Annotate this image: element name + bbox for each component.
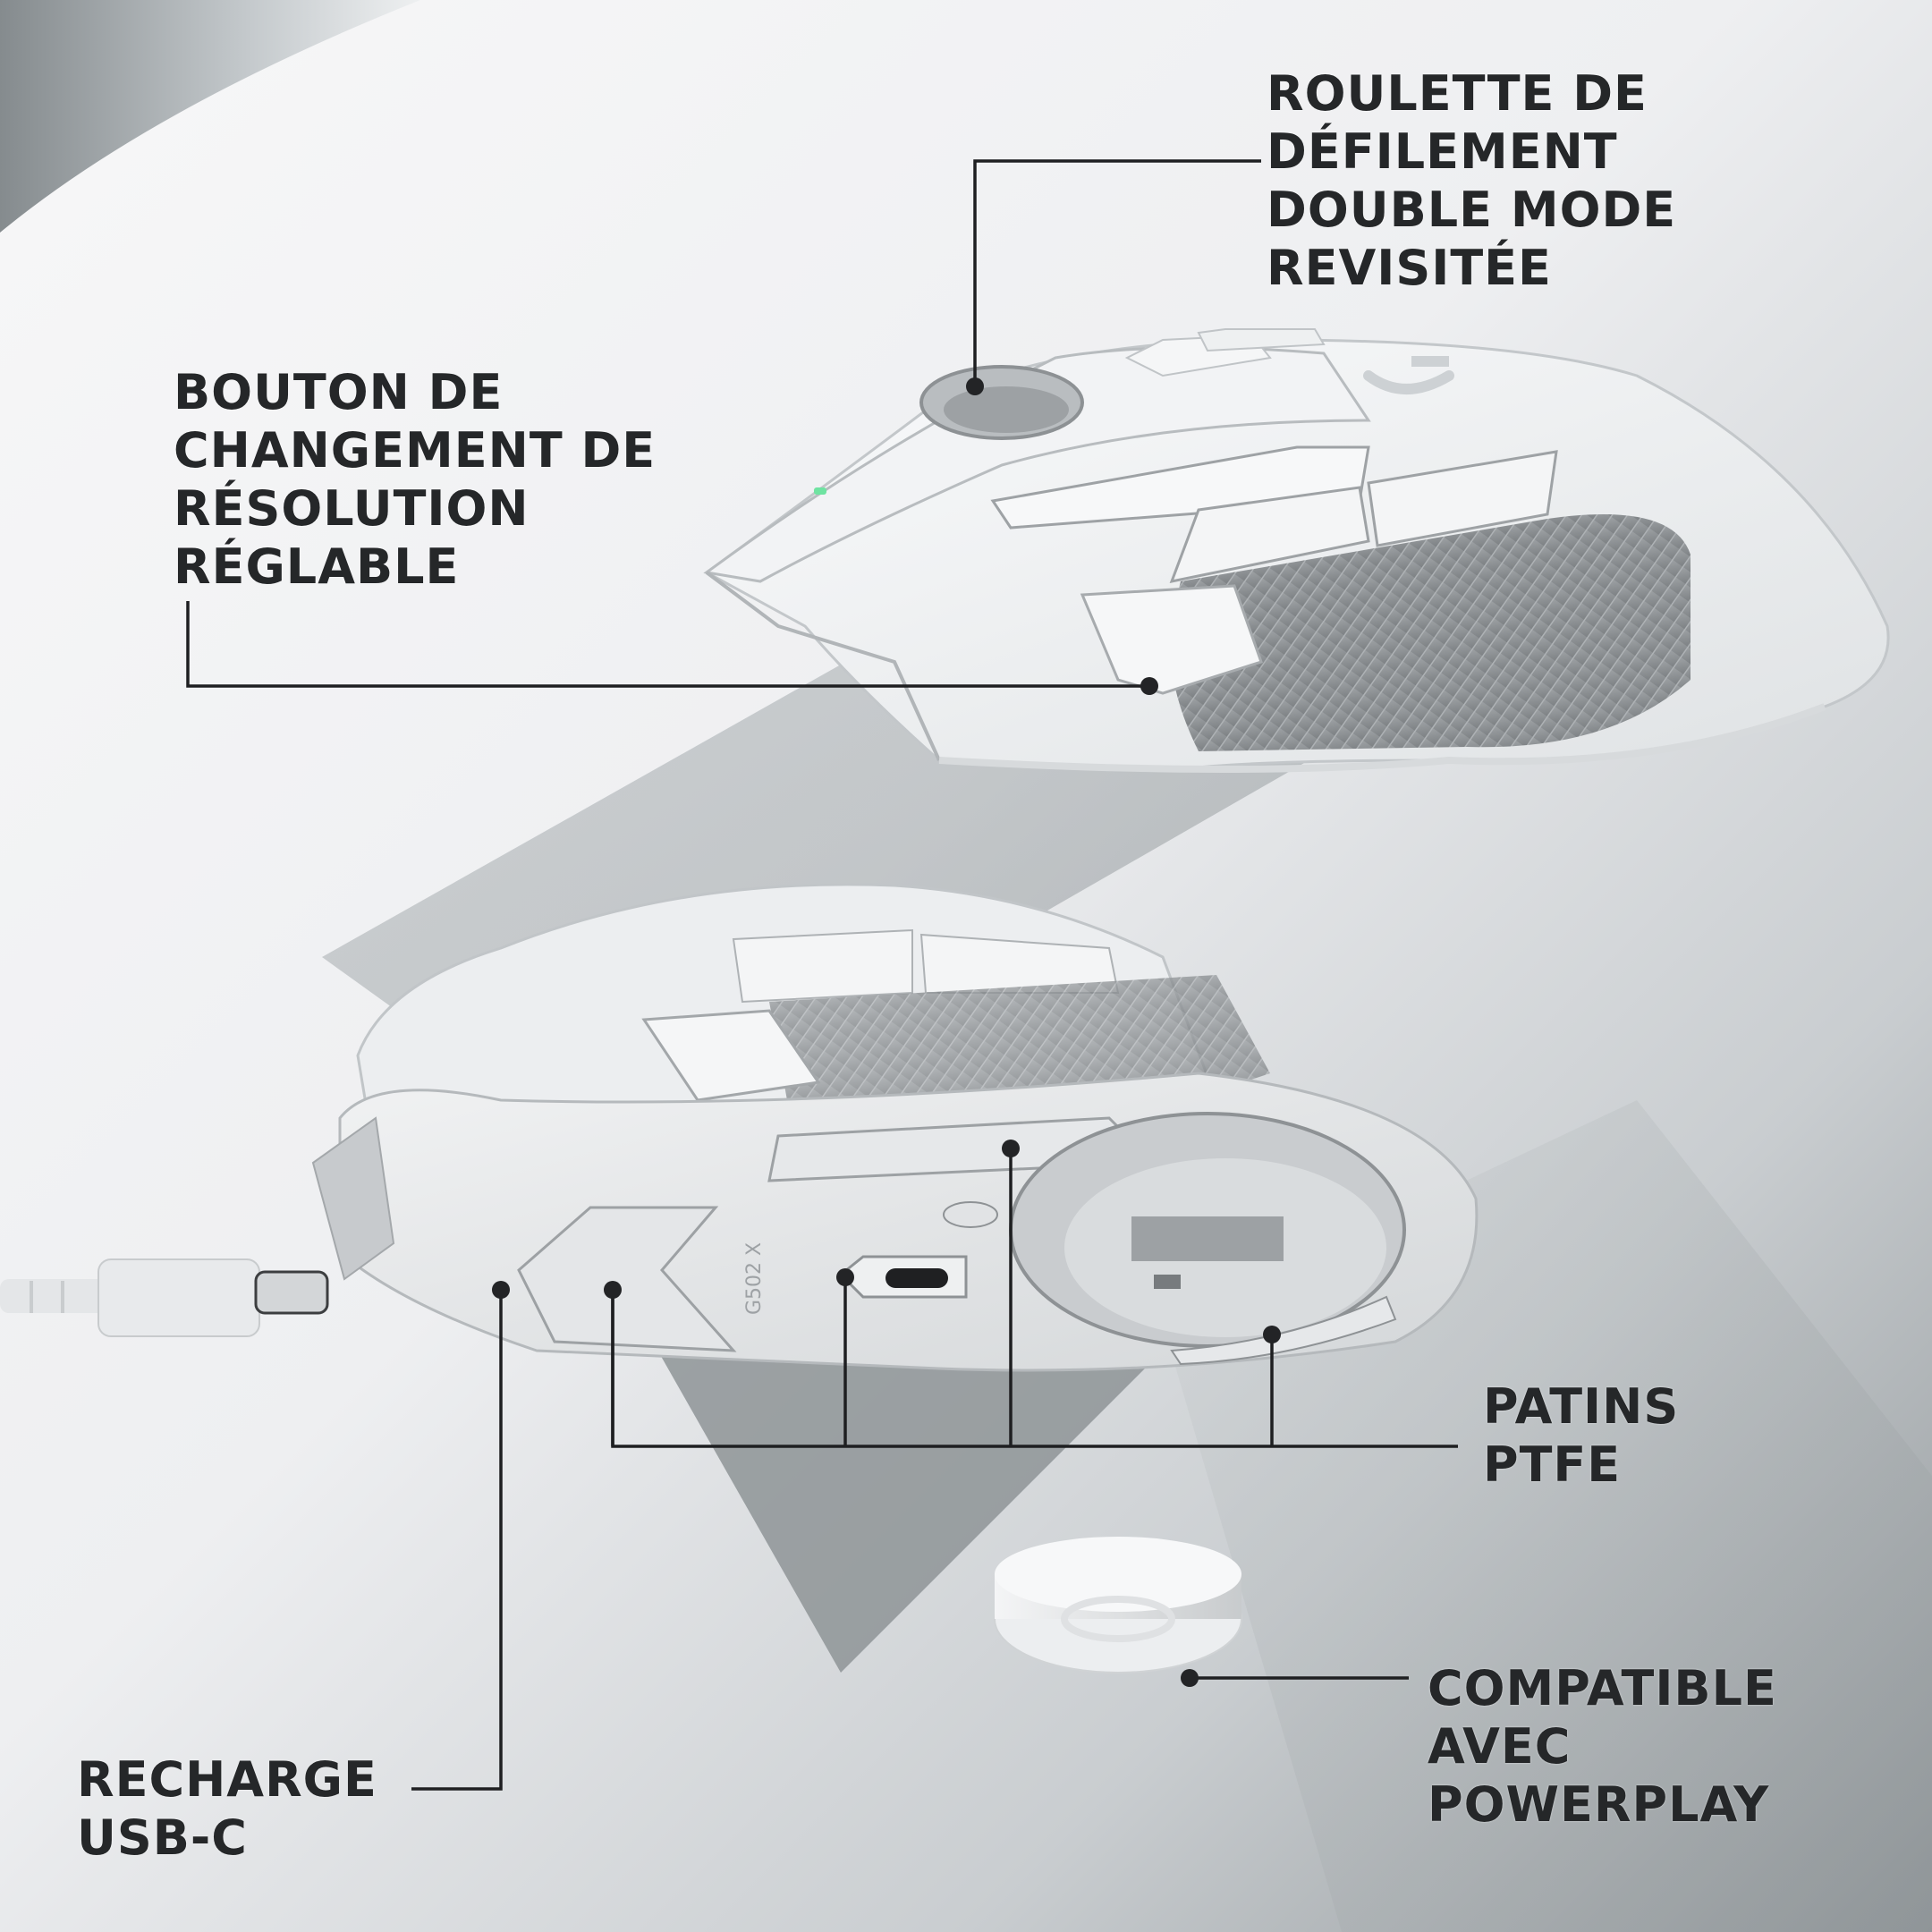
background-corner-shape: [0, 0, 420, 233]
usb-c-plug-icon: [254, 1270, 329, 1315]
callout-line: PTFE: [1483, 1436, 1622, 1493]
callout-ptfe-feet: PATINS PTFE: [1483, 1377, 1679, 1494]
leader-dpi-button: [186, 601, 1149, 688]
callout-line: AVEC: [1428, 1718, 1572, 1775]
sensor-window: [886, 1268, 948, 1288]
callout-line: RÉGLABLE: [174, 538, 460, 595]
callout-line: CHANGEMENT DE: [174, 422, 657, 479]
dpi-led-indicator: [814, 487, 826, 495]
dot-scroll-wheel: [966, 377, 984, 395]
dpi-button-shape: [1080, 584, 1263, 695]
callout-line: RECHARGE: [77, 1751, 377, 1808]
mouse-side-view: [703, 328, 1890, 773]
g-logo-icon: [1363, 356, 1454, 394]
callout-line: ROULETTE DE: [1267, 65, 1648, 122]
callout-line: BOUTON DE: [174, 364, 504, 420]
leader-usbc: [411, 1290, 503, 1791]
powerplay-puck: [994, 1537, 1242, 1674]
usb-c-cable: [0, 1258, 329, 1337]
callout-line: COMPATIBLE: [1428, 1660, 1777, 1716]
callout-line: USB-C: [77, 1809, 248, 1866]
callout-line: PATINS: [1483, 1378, 1680, 1435]
callout-powerplay: COMPATIBLE AVEC POWERPLAY: [1428, 1659, 1777, 1834]
dot-ptfe-4: [1263, 1326, 1281, 1343]
callout-usb-c: RECHARGE USB-C: [77, 1750, 377, 1867]
leader-scroll-wheel: [973, 159, 1261, 385]
callout-line: REVISITÉE: [1267, 240, 1552, 296]
dot-powerplay: [1181, 1669, 1199, 1687]
callout-dpi-button: BOUTON DE CHANGEMENT DE RÉSOLUTION RÉGLA…: [174, 363, 656, 596]
callout-line: DÉFILEMENT: [1267, 123, 1618, 180]
leader-lines: [186, 159, 1458, 1791]
dot-usbc: [492, 1281, 510, 1299]
callout-line: DOUBLE MODE: [1267, 182, 1677, 238]
dot-ptfe-3: [1002, 1140, 1020, 1157]
dot-ptfe-2: [836, 1268, 854, 1286]
callout-line: POWERPLAY: [1428, 1776, 1770, 1833]
leader-dots: [492, 377, 1281, 1687]
callout-scroll-wheel: ROULETTE DE DÉFILEMENT DOUBLE MODE REVIS…: [1267, 64, 1676, 297]
dot-dpi-button: [1140, 677, 1158, 695]
mouse-underside-view: G502 X: [311, 883, 1479, 1372]
dot-ptfe-1: [604, 1281, 622, 1299]
model-engraving: G502 X: [743, 1242, 766, 1315]
callout-line: RÉSOLUTION: [174, 480, 530, 537]
